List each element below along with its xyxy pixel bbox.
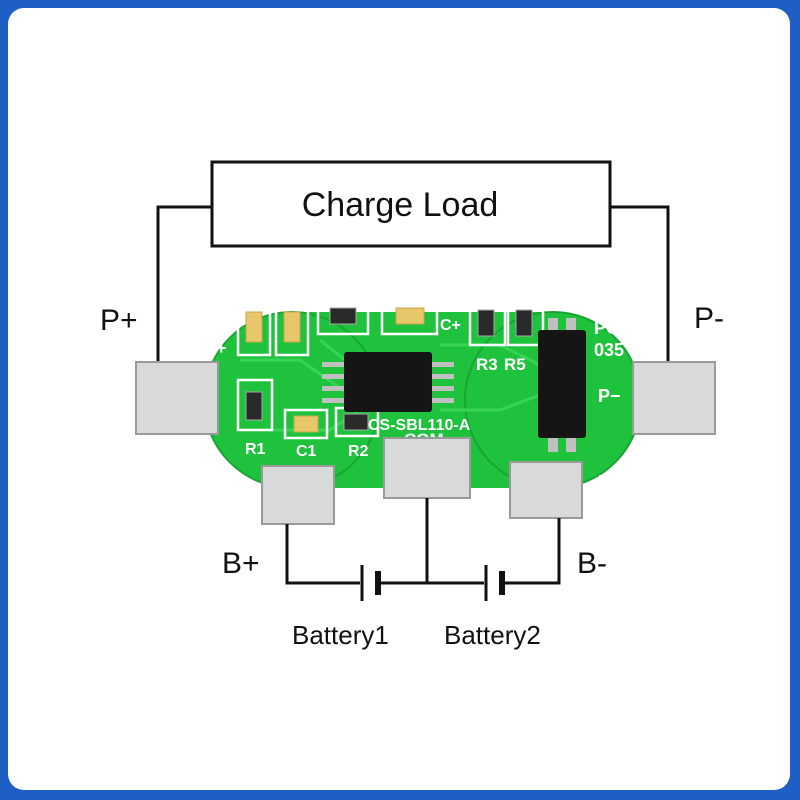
load-wires xyxy=(156,205,670,362)
silk-b-minus: B− xyxy=(598,472,622,492)
label-p-plus: P+ xyxy=(100,304,138,337)
silk-p-minus: P− xyxy=(598,386,621,406)
label-b-plus: B+ xyxy=(222,547,260,580)
battery-symbols xyxy=(360,565,505,601)
silk-pcb: PCB xyxy=(594,318,632,338)
silk-board-id: 035 xyxy=(594,340,624,360)
silk-r1: R1 xyxy=(245,441,266,458)
pad-com xyxy=(383,437,471,499)
silk-c-plus: C+ xyxy=(440,317,461,334)
pad-p-plus xyxy=(135,361,219,435)
silk-rohs: RoHS xyxy=(540,284,589,304)
component-outlines xyxy=(236,298,545,440)
protection-ic xyxy=(322,352,454,412)
label-b-minus: B- xyxy=(577,547,607,580)
silk-b-plus: B+ xyxy=(220,472,244,492)
charge-load-label: Charge Load xyxy=(302,186,499,224)
silk-r5: R5 xyxy=(504,355,526,374)
b-minus-wire xyxy=(502,518,561,585)
silk-p4: P4 xyxy=(332,283,352,300)
p-plus-wire xyxy=(156,205,212,362)
pad-b-minus xyxy=(509,461,583,519)
pad-p-minus xyxy=(632,361,716,435)
silk-p-plus: P+ xyxy=(204,338,227,358)
pad-b-plus xyxy=(261,465,335,525)
label-battery1: Battery1 xyxy=(292,620,389,650)
battery-wires xyxy=(285,498,561,585)
b-plus-wire xyxy=(285,524,360,585)
silk-r2: R2 xyxy=(348,443,369,460)
p-minus-wire xyxy=(610,205,670,362)
silk-model: CS-SBL110-A xyxy=(368,417,471,434)
silk-c2: C2 xyxy=(242,283,263,300)
mosfet xyxy=(538,318,586,452)
silk-c1: C1 xyxy=(296,443,317,460)
silk-r3: R3 xyxy=(476,355,498,374)
silk-c3: C3 xyxy=(279,283,300,300)
smd-components xyxy=(245,307,533,433)
charge-load-box xyxy=(210,160,612,248)
label-battery2: Battery2 xyxy=(444,620,541,650)
solder-pads xyxy=(135,361,716,525)
label-p-minus: P- xyxy=(694,302,724,335)
